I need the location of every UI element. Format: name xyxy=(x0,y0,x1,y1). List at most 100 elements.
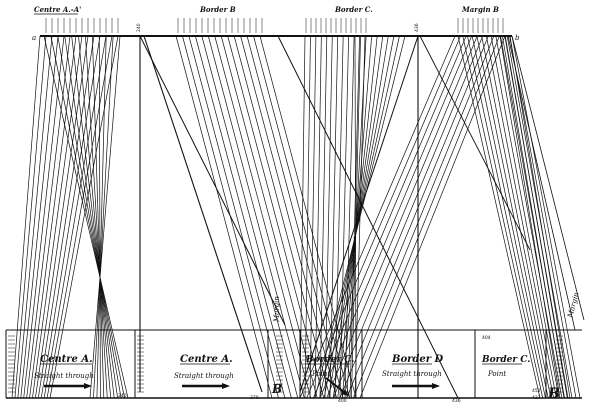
panel-4-subtitle: Straight through xyxy=(382,370,442,378)
thread-line xyxy=(314,35,406,399)
thread-line xyxy=(326,35,478,399)
thread-line xyxy=(476,35,552,399)
thread-line xyxy=(32,35,83,399)
thread-line xyxy=(502,35,565,399)
thread-line xyxy=(227,35,325,399)
thread-line xyxy=(188,35,286,399)
thread-line xyxy=(50,35,125,399)
thread-line xyxy=(341,35,373,399)
thread-line xyxy=(277,35,459,399)
panel-4-end-label: 436 xyxy=(452,398,461,404)
thread-line xyxy=(334,35,344,399)
thread-line xyxy=(37,35,95,399)
thread-line xyxy=(299,35,456,399)
thread-line xyxy=(309,35,317,399)
thread-line xyxy=(506,35,573,399)
thread-line xyxy=(313,35,467,399)
thread-line xyxy=(14,35,47,399)
thread-lines xyxy=(11,35,585,399)
thread-line xyxy=(471,35,549,399)
thread-line xyxy=(511,35,581,399)
thread-line xyxy=(339,35,489,399)
thread-line xyxy=(319,35,328,399)
thread-line xyxy=(43,35,107,399)
thread-line xyxy=(467,35,546,399)
thread-line xyxy=(29,35,77,399)
thread-line xyxy=(346,35,367,399)
thread-line xyxy=(49,35,119,399)
panel-3-subtitle: Point xyxy=(311,370,330,378)
top-mark-436: 436 xyxy=(414,23,420,32)
bottom-right-label: 452 xyxy=(532,388,541,394)
panel-4-title: Border D xyxy=(391,354,443,365)
thread-line xyxy=(26,35,71,399)
thread-line xyxy=(319,35,472,399)
thread-line xyxy=(486,35,557,399)
thread-line xyxy=(43,35,129,399)
thread-line xyxy=(64,35,118,399)
panel-1-end-label: 240 xyxy=(118,393,127,399)
thread-line xyxy=(304,35,311,399)
thread-line xyxy=(457,35,541,399)
panel-5-title: Border C. xyxy=(481,355,530,365)
thread-line xyxy=(17,35,53,399)
panel-1-arrow xyxy=(44,383,92,389)
panel-3-title: Border C. xyxy=(305,355,354,365)
thread-line xyxy=(339,35,349,399)
thread-line xyxy=(306,35,461,399)
thread-line xyxy=(143,35,263,393)
thread-line xyxy=(354,35,357,399)
panel-4-arrow xyxy=(392,383,440,389)
thread-line xyxy=(175,35,273,399)
thread-line xyxy=(96,35,107,399)
panel-1-subtitle: Straight through xyxy=(34,372,94,380)
group-label-margin-b: Margin B xyxy=(461,5,499,14)
thread-line xyxy=(323,35,395,399)
thread-line xyxy=(495,35,563,399)
thread-line xyxy=(98,35,101,399)
thread-line xyxy=(46,35,113,399)
panel-2-subtitle: Straight through xyxy=(174,372,234,380)
thread-line xyxy=(344,35,355,399)
thread-line xyxy=(299,35,306,399)
group-label-centre-a: Centre A.-A' xyxy=(34,5,81,14)
thread-line xyxy=(195,35,292,399)
side-word-margin-right: Margin xyxy=(566,291,581,320)
thread-line xyxy=(240,35,337,399)
thread-line xyxy=(499,35,561,399)
thread-line xyxy=(23,35,65,399)
thread-line xyxy=(481,35,554,399)
thread-line xyxy=(490,35,560,399)
thread-line xyxy=(207,35,305,399)
thread-line xyxy=(333,35,484,399)
thread-line xyxy=(329,35,339,399)
thread-line xyxy=(504,35,569,399)
bottom-right-label: 437 xyxy=(532,395,541,401)
panel-3-end-label: 400 xyxy=(338,398,347,404)
thread-line xyxy=(214,35,312,399)
thread-line xyxy=(40,35,101,399)
thread-line xyxy=(201,35,299,399)
thread-line xyxy=(93,35,114,399)
thread-line xyxy=(509,35,571,399)
panel-2-arrow xyxy=(182,383,230,389)
margin-letter-left: B xyxy=(271,382,282,396)
thread-line xyxy=(319,35,400,399)
thread-line xyxy=(359,35,506,399)
bottom-right-label: 404 xyxy=(482,335,491,341)
thread-line xyxy=(220,35,318,399)
thread-line xyxy=(78,35,112,399)
thread-line xyxy=(511,35,585,321)
thread-line xyxy=(246,35,344,399)
panel-5-subtitle: Point xyxy=(487,370,506,378)
thread-line xyxy=(253,35,350,399)
thread-line xyxy=(462,35,544,399)
thread-line xyxy=(20,35,59,399)
bottom-number-ticks xyxy=(8,335,563,393)
thread-line xyxy=(351,35,361,399)
group-label-border-b: Border B xyxy=(199,5,236,14)
margin-letter-right: B xyxy=(547,386,560,402)
thread-line xyxy=(419,35,531,251)
